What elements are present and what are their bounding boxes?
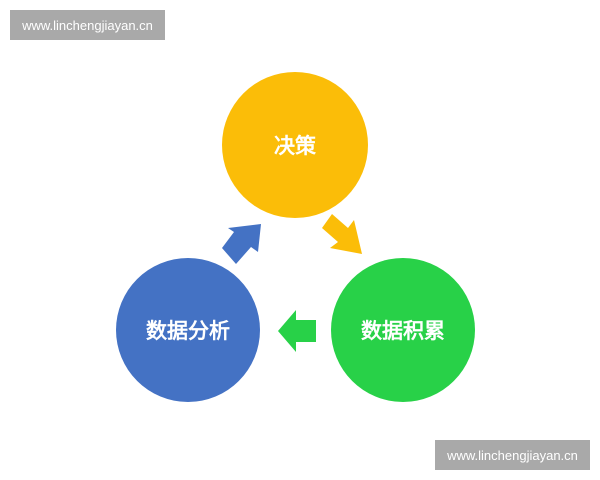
node-decision: 决策 [222, 72, 368, 218]
watermark-bottom-right: www.linchengjiayan.cn [435, 440, 590, 470]
arrow-accumulation-to-analysis-icon [278, 310, 316, 352]
node-decision-label: 决策 [274, 134, 316, 158]
arrow-analysis-to-decision-icon [222, 224, 261, 264]
node-data-accumulation: 数据积累 [331, 258, 475, 402]
arrow-decision-to-accumulation-icon [322, 214, 362, 254]
node-data-analysis-label: 数据分析 [146, 319, 230, 343]
node-data-analysis: 数据分析 [116, 258, 260, 402]
node-data-accumulation-label: 数据积累 [361, 319, 445, 343]
watermark-top-left: www.linchengjiayan.cn [10, 10, 165, 40]
